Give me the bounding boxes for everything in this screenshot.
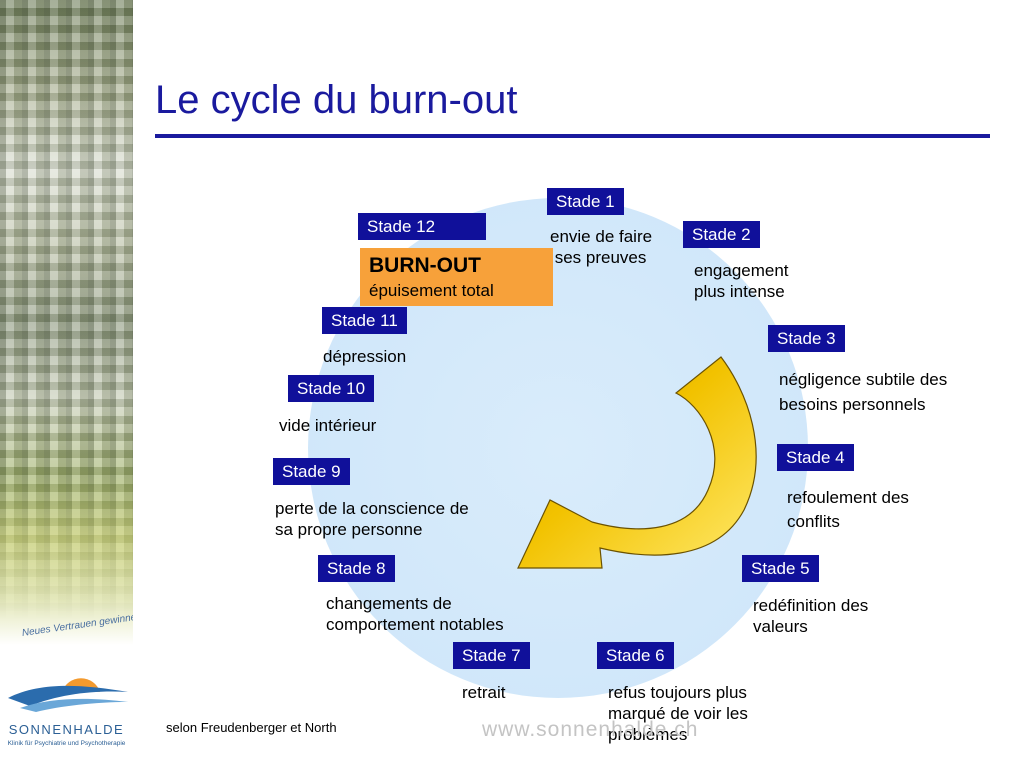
title-underline [155,134,990,138]
sidebar-brand: SONNENHALDE [8,722,125,737]
stage-11-description: dépression [323,347,407,366]
curved-arrow-icon [517,356,757,569]
stage-8-description: changements de comportement notables [326,594,504,634]
sidebar-photo: Neues Vertrauen gewinnen SONNENHALDE Kli… [0,0,133,768]
burnout-subtitle: épuisement total [369,281,494,300]
sonnenhalde-logo-icon [8,678,128,712]
stage-5-description: redéfinition des valeurs [753,596,869,636]
stage-12-box: Stade 12 [358,213,486,240]
sidebar-brand-subtitle: Klinik für Psychiatrie und Psychotherapi… [7,740,126,747]
burnout-box: BURN-OUT épuisement total [360,248,553,306]
stage-3-box: Stade 3 [768,325,845,352]
sidebar-photo-texture [0,0,133,620]
stage-4-description: refoulement des conflits [787,488,909,531]
website-watermark: www.sonnenhalde.ch [482,718,699,741]
stage-5-box: Stade 5 [742,555,819,582]
stage-10-box: Stade 10 [288,375,375,402]
stage-6-box: Stade 6 [597,642,674,669]
burnout-title: BURN-OUT [369,254,481,277]
stage-3-description: négligence subtile des besoins personnel… [779,370,948,414]
page-title: Le cycle du burn-out [155,78,518,122]
stage-7-box: Stade 7 [453,642,530,669]
stage-11-box: Stade 11 [322,307,407,334]
stage-10-description: vide intérieur [279,416,377,435]
stage-7-description: retrait [462,683,506,702]
stage-4-box: Stade 4 [777,444,854,471]
stage-8-box: Stade 8 [318,555,395,582]
stage-1-box: Stade 1 [547,188,624,215]
stage-6-description: refus toujours plus marqué de voir les p… [608,683,748,744]
source-credit: selon Freudenberger et North [166,720,337,735]
stage-1-description: envie de faire ses preuves [550,227,653,267]
stage-2-box: Stade 2 [683,221,760,248]
stage-2-description: engagement plus intense [694,261,789,301]
stage-9-box: Stade 9 [273,458,350,485]
stage-9-description: perte de la conscience de sa propre pers… [275,499,469,539]
